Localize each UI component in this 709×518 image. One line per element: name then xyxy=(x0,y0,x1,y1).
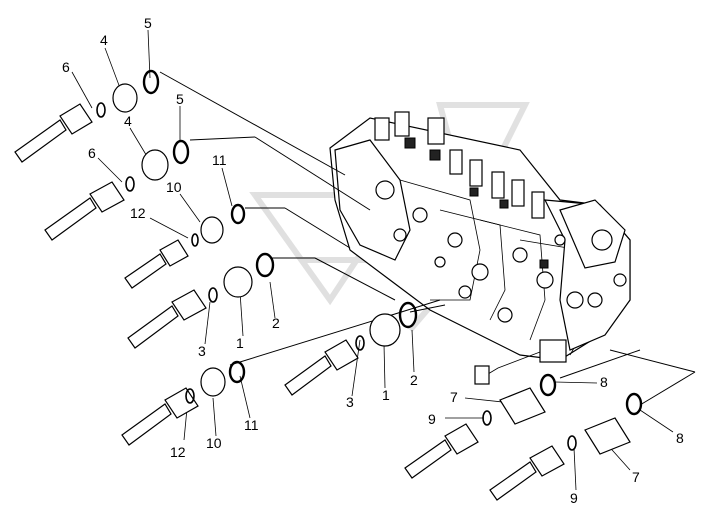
hose-fitting xyxy=(14,103,93,163)
callout-7: 7 xyxy=(450,389,458,405)
callout-4: 4 xyxy=(124,113,132,129)
callout-3: 3 xyxy=(198,343,206,359)
hose-fitting xyxy=(124,239,189,289)
callout-11: 11 xyxy=(212,152,227,168)
callout-2: 2 xyxy=(410,372,418,388)
callout-9: 9 xyxy=(428,411,436,427)
callout-12: 12 xyxy=(130,205,146,221)
callout-8: 8 xyxy=(600,374,608,390)
hose-fitting xyxy=(489,445,565,501)
callout-5: 5 xyxy=(176,91,184,107)
callout-12: 12 xyxy=(170,444,186,460)
hose-fitting xyxy=(44,181,125,241)
callout-10: 10 xyxy=(166,179,182,195)
callout-3: 3 xyxy=(346,394,354,410)
hose-fitting xyxy=(127,289,207,349)
callout-11: 11 xyxy=(244,417,259,433)
hose-fitting xyxy=(121,387,199,446)
callout-labels: 5 4 6 5 4 6 11 10 12 2 1 3 3 1 2 11 10 1… xyxy=(62,15,684,506)
callout-10: 10 xyxy=(206,435,222,451)
o-rings xyxy=(96,69,643,451)
hose-fitting xyxy=(404,423,479,479)
callout-9: 9 xyxy=(570,490,578,506)
adapters xyxy=(112,83,631,455)
callout-8: 8 xyxy=(676,430,684,446)
callout-2: 2 xyxy=(272,315,280,331)
callout-5: 5 xyxy=(144,15,152,31)
callout-1: 1 xyxy=(382,387,390,403)
callout-1: 1 xyxy=(236,335,244,351)
callout-6: 6 xyxy=(88,145,96,161)
control-valve-assembly xyxy=(329,111,631,385)
callout-7: 7 xyxy=(632,469,640,485)
callout-4: 4 xyxy=(100,32,108,48)
hose-fittings xyxy=(14,103,565,501)
callout-6: 6 xyxy=(62,59,70,75)
hose-fitting xyxy=(284,339,359,396)
leader-lines xyxy=(71,29,696,491)
